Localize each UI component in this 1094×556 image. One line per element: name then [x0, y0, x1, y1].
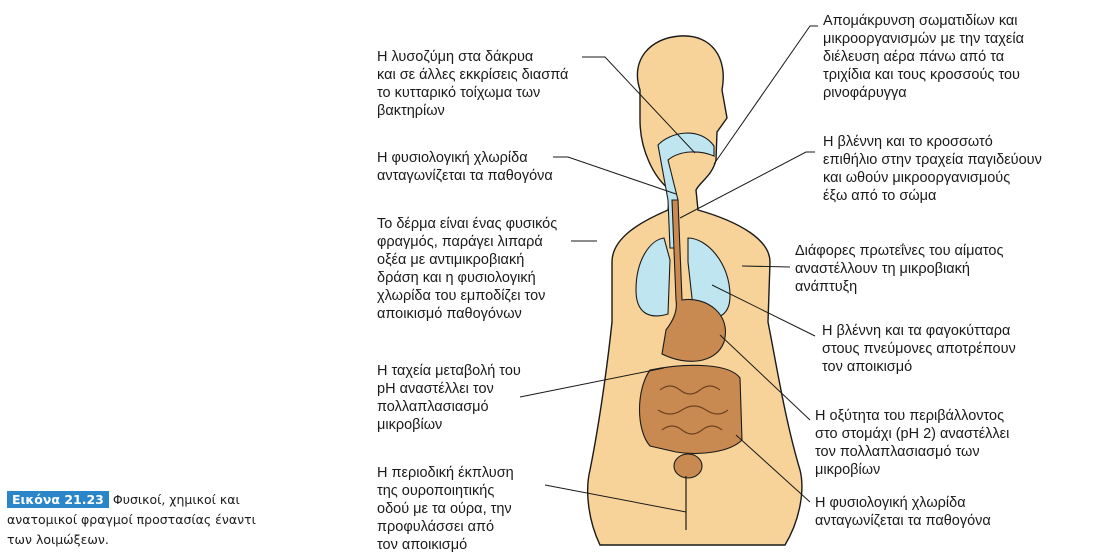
- label-blood-proteins: Διάφορες πρωτεΐνες του αίματος αναστέλλο…: [795, 242, 1003, 296]
- bladder: [674, 454, 702, 478]
- label-nasopharynx: Απομάκρυνση σωματιδίων και μικροοργανισμ…: [823, 12, 1024, 102]
- leader-nasopharynx: [714, 26, 818, 164]
- figure-number: Εικόνα 21.23: [7, 491, 109, 508]
- intestines: [640, 365, 743, 453]
- label-normal-flora-mouth: Η φυσιολογική χλωρίδα ανταγωνίζεται τα π…: [377, 149, 553, 185]
- label-skin-barrier: Το δέρμα είναι ένας φυσικός φραγμός, παρ…: [377, 215, 557, 323]
- label-normal-flora-gut: Η φυσιολογική χλωρίδα ανταγωνίζεται τα π…: [815, 494, 991, 530]
- label-lung-mucus: Η βλέννη και τα φαγοκύτταρα στους πνεύμο…: [822, 322, 1016, 376]
- label-lysozyme: Η λυσοζύμη στα δάκρυα και σε άλλες εκκρί…: [377, 48, 568, 120]
- label-ph-change: Η ταχεία μεταβολή του pH αναστέλλει τον …: [377, 362, 521, 434]
- label-urinary-flushing: Η περιοδική έκπλυση της ουροποιητικής οδ…: [377, 464, 514, 554]
- label-stomach-acidity: Η οξύτητα του περιβάλλοντος στο στομάχι …: [815, 407, 1009, 479]
- label-trachea-mucus: Η βλέννη και το κροσσωτό επιθήλιο στην τ…: [823, 133, 1042, 205]
